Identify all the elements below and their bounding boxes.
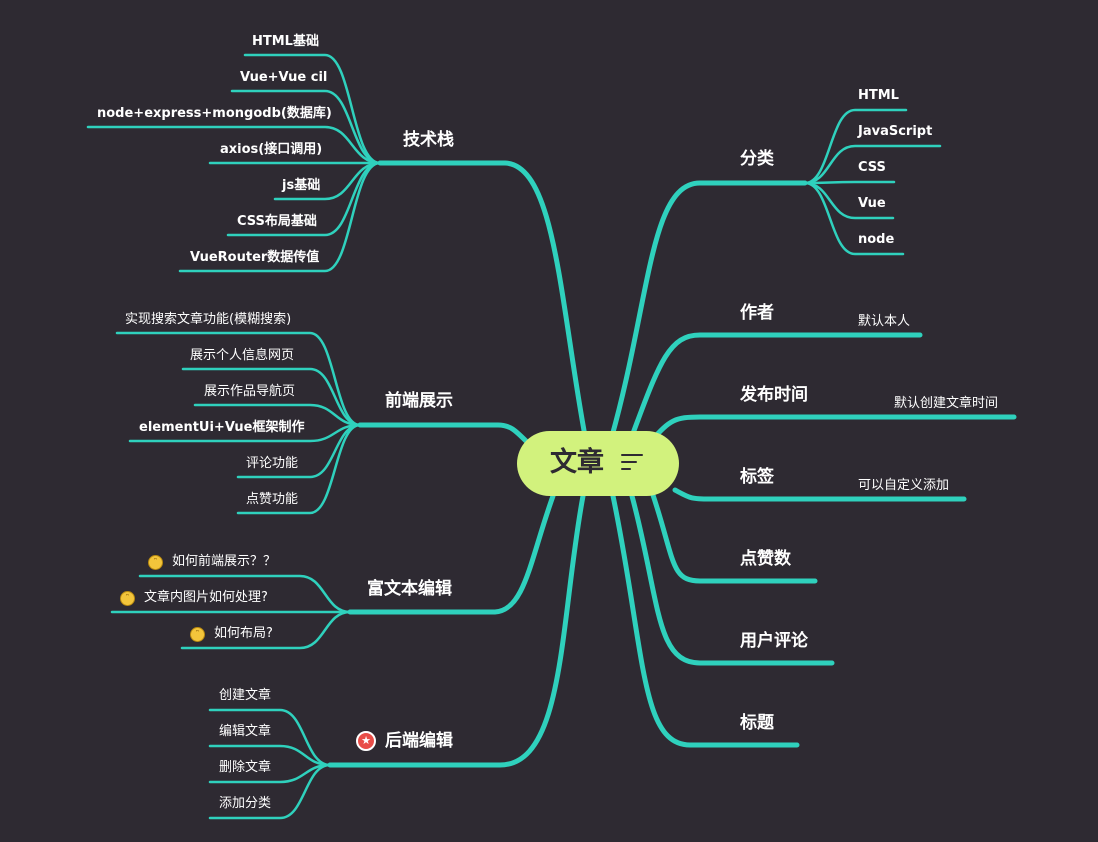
branch-backend[interactable]: 后端编辑 <box>385 731 453 751</box>
tech-stack-item[interactable]: Vue+Vue cil <box>240 70 328 85</box>
link-root-publish-time <box>649 414 1017 443</box>
link-root-backend <box>327 493 586 768</box>
branch-title[interactable]: 标题 <box>740 713 774 733</box>
frontend-item[interactable]: 点赞功能 <box>246 492 299 507</box>
link-frontend-item <box>115 331 362 427</box>
root-label: 文章 <box>550 447 604 478</box>
branch-author[interactable]: 作者 <box>740 303 774 323</box>
branch-rich-text[interactable]: 富文本编辑 <box>367 579 452 599</box>
backend-item[interactable]: 添加分类 <box>219 796 272 811</box>
author-item[interactable]: 默认本人 <box>858 314 911 329</box>
menu-lines-icon[interactable] <box>621 452 645 472</box>
frontend-item[interactable]: 评论功能 <box>246 456 299 471</box>
link-tech-stack-item <box>243 53 382 165</box>
link-root-rich-text <box>347 493 556 615</box>
link-root-frontend <box>357 422 530 445</box>
tech-stack-item[interactable]: js基础 <box>282 178 321 193</box>
confused-face-icon: ᵔ <box>120 591 135 606</box>
link-tech-stack-item <box>230 89 382 165</box>
frontend-item[interactable]: 展示作品导航页 <box>204 384 296 399</box>
link-backend-item <box>208 763 332 820</box>
publish-time-item[interactable]: 默认创建文章时间 <box>894 396 999 411</box>
link-frontend-item <box>181 367 362 427</box>
branch-comments[interactable]: 用户评论 <box>740 631 808 651</box>
branch-likes[interactable]: 点赞数 <box>740 549 791 569</box>
tech-stack-item[interactable]: node+express+mongodb(数据库) <box>97 106 332 121</box>
backend-item[interactable]: 创建文章 <box>219 688 272 703</box>
rich-text-item[interactable]: 如何前端展示？？ <box>172 554 277 569</box>
root-node[interactable]: 文章 <box>517 431 679 496</box>
link-category-item <box>803 144 942 185</box>
rich-text-item[interactable]: 如何布局? <box>214 626 273 641</box>
link-tech-stack-item <box>86 125 382 165</box>
branch-tags[interactable]: 标签 <box>740 467 774 487</box>
link-root-tech-stack <box>377 160 588 439</box>
category-item[interactable]: JavaScript <box>858 124 933 139</box>
confused-face-icon: ᵔ <box>148 555 163 570</box>
backend-item[interactable]: 编辑文章 <box>219 724 272 739</box>
tech-stack-item[interactable]: CSS布局基础 <box>237 214 317 229</box>
branch-frontend[interactable]: 前端展示 <box>385 391 453 411</box>
frontend-item[interactable]: 展示个人信息网页 <box>190 348 295 363</box>
branch-category[interactable]: 分类 <box>740 149 774 169</box>
rich-text-item[interactable]: 文章内图片如何处理? <box>144 590 268 605</box>
frontend-item[interactable]: elementUi+Vue框架制作 <box>139 420 305 435</box>
link-root-author <box>629 332 923 439</box>
category-item[interactable]: HTML <box>858 88 899 103</box>
link-backend-item <box>208 708 332 767</box>
link-root-comments <box>629 493 835 666</box>
confused-face-icon: ᵔ <box>190 627 205 642</box>
link-root-category <box>609 180 808 439</box>
star-badge-icon: ★ <box>356 731 376 751</box>
branch-tech-stack[interactable]: 技术栈 <box>403 130 454 150</box>
category-item[interactable]: Vue <box>858 196 886 211</box>
link-category-item <box>803 180 896 185</box>
tech-stack-item[interactable]: HTML基础 <box>252 34 319 49</box>
link-category-item <box>803 181 905 256</box>
link-tech-stack-item <box>178 161 382 273</box>
branch-publish-time[interactable]: 发布时间 <box>740 385 808 405</box>
link-category-item <box>803 108 908 185</box>
link-frontend-item <box>236 423 362 515</box>
category-item[interactable]: CSS <box>858 160 886 175</box>
tags-item[interactable]: 可以自定义添加 <box>858 478 950 493</box>
link-rich-text-item <box>138 574 352 614</box>
tech-stack-item[interactable]: VueRouter数据传值 <box>190 250 320 265</box>
frontend-item[interactable]: 实现搜索文章功能(模糊搜索) <box>125 312 292 327</box>
tech-stack-item[interactable]: axios(接口调用) <box>220 142 323 157</box>
backend-item[interactable]: 删除文章 <box>219 760 272 775</box>
category-item[interactable]: node <box>858 232 895 247</box>
link-root-title <box>610 493 800 748</box>
link-root-tags <box>672 487 967 502</box>
link-rich-text-item <box>180 610 352 650</box>
link-root-likes <box>649 489 818 584</box>
